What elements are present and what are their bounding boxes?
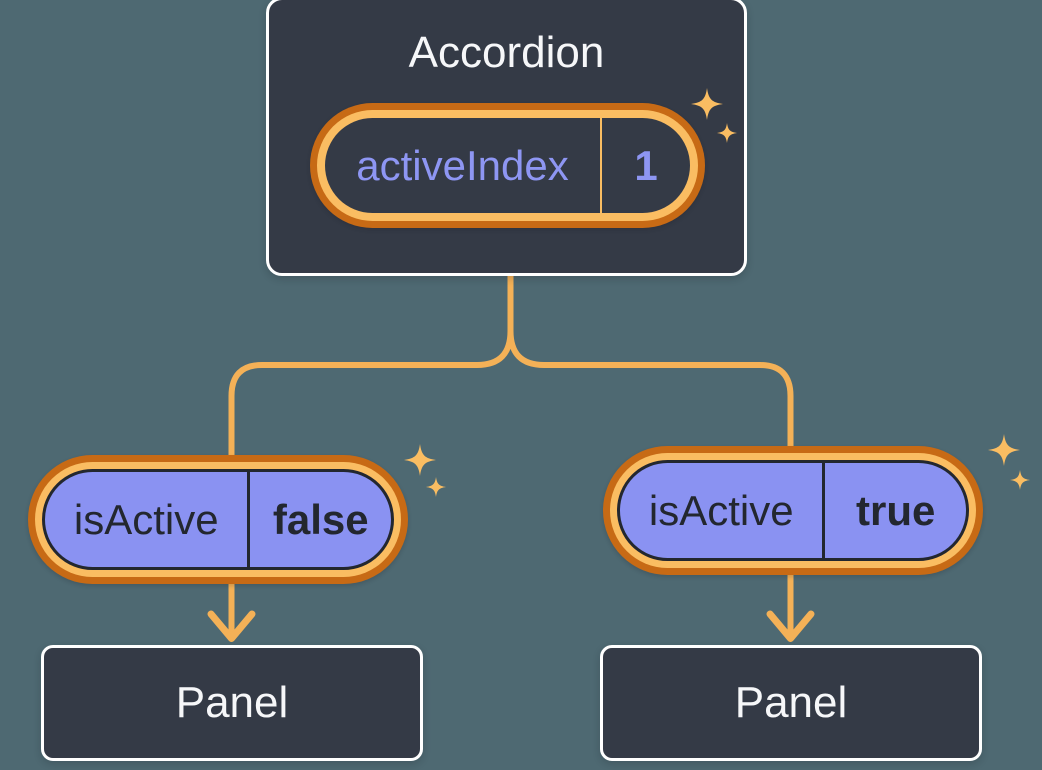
state-pill-ring: activeIndex 1 (317, 110, 698, 221)
accordion-title: Accordion (408, 28, 605, 77)
prop-name-label: isActive (73, 495, 219, 543)
prop-pill-core: isActive true (617, 460, 969, 561)
arrow-down-icon (766, 610, 815, 642)
accordion-node: Accordion activeIndex 1 (266, 0, 747, 276)
prop-pill-ring: isActive false (35, 462, 401, 577)
prop-pill-core: isActive false (42, 469, 394, 570)
sparkle-icon (426, 477, 446, 497)
prop-pill-divider (822, 463, 826, 558)
prop-pill-left: isActive false (28, 455, 408, 584)
panel-node-left: Panel (41, 645, 423, 761)
prop-pill-right: isActive true (603, 446, 983, 575)
sparkle-icon (988, 434, 1020, 466)
sparkle-icon (404, 444, 436, 476)
arrow-down-icon (207, 610, 256, 642)
panel-title: Panel (734, 678, 848, 727)
state-pill: activeIndex 1 (310, 103, 705, 228)
state-pill-divider (600, 118, 602, 213)
prop-value-label: true (856, 486, 936, 534)
panel-node-right: Panel (600, 645, 982, 761)
state-value-label: 1 (634, 141, 658, 189)
prop-name-label: isActive (648, 486, 794, 534)
state-pill-core: activeIndex 1 (325, 118, 690, 213)
state-name-label: activeIndex (356, 141, 569, 189)
prop-pill-ring: isActive true (610, 453, 976, 568)
panel-title: Panel (175, 678, 289, 727)
sparkle-icon (1010, 470, 1030, 490)
prop-value-label: false (272, 495, 369, 543)
